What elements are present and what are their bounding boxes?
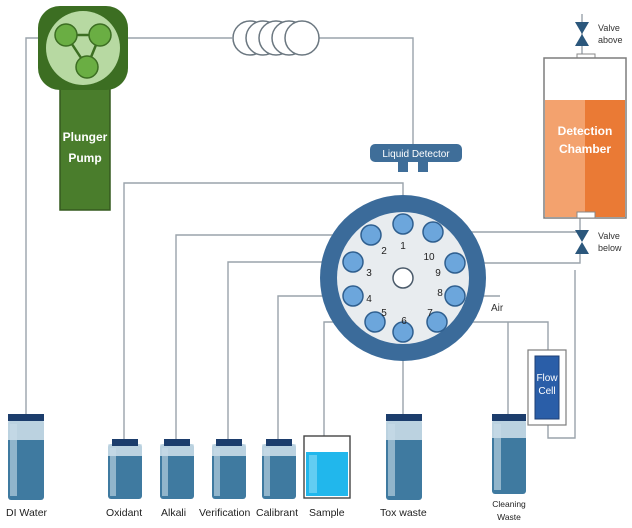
- valve-port-label-7: 7: [427, 308, 433, 319]
- pump-label-line1: Plunger: [63, 130, 108, 144]
- label-alkali: Alkali: [161, 507, 186, 519]
- tube-coil-to-detector: [312, 37, 414, 148]
- flow-cell-body: [534, 355, 560, 420]
- bottle-tox-waste[interactable]: Tox waste: [380, 414, 427, 519]
- valve-above[interactable]: Valve above: [575, 22, 623, 46]
- liquid-detector[interactable]: Liquid Detector: [370, 144, 462, 172]
- label-oxidant: Oxidant: [106, 507, 142, 519]
- valve-ports: 1 23 45 6 78 910: [342, 213, 466, 343]
- label-tox-waste: Tox waste: [380, 507, 427, 519]
- bottle-verification[interactable]: Verification: [199, 439, 251, 519]
- pump-body: [59, 79, 111, 211]
- label-di-water: DI Water: [6, 507, 48, 519]
- tube-port7-flowcell: [437, 321, 549, 355]
- valve-port-7[interactable]: [426, 311, 448, 333]
- valve-port-1[interactable]: [392, 213, 414, 235]
- bottle-cleaning-waste[interactable]: Cleaning Waste: [492, 414, 526, 522]
- air-label: Air: [491, 303, 504, 314]
- tube-flowcell-return: [547, 270, 576, 439]
- label-verification: Verification: [199, 507, 251, 519]
- valve-below-icon: [575, 230, 589, 242]
- tube-port2-alkali: [175, 234, 371, 442]
- bottle-alkali[interactable]: Alkali: [160, 439, 194, 519]
- valve-port-5[interactable]: [364, 311, 386, 333]
- valve-port-2[interactable]: [360, 224, 382, 246]
- label-cleaning-waste-line1: Cleaning: [492, 499, 526, 509]
- bottle-oxidant[interactable]: Oxidant: [106, 439, 142, 519]
- pump-label-line2: Pump: [68, 151, 101, 165]
- valve-above-label-line1: Valve: [598, 23, 620, 33]
- valve-port-9[interactable]: [444, 252, 466, 274]
- valve-port-3[interactable]: [342, 251, 364, 273]
- tube-port3-verification: [227, 261, 353, 442]
- label-sample: Sample: [309, 507, 345, 519]
- valve-port-10[interactable]: [422, 221, 444, 243]
- chamber-label-line2: Chamber: [559, 142, 611, 156]
- flow-cell[interactable]: Flow Cell: [527, 349, 567, 426]
- bottle-sample[interactable]: Sample: [303, 435, 351, 519]
- valve-port-label-3: 3: [366, 268, 372, 279]
- valve-port-label-10: 10: [423, 252, 435, 263]
- holding-coil: [232, 20, 320, 56]
- plunger-pump[interactable]: Plunger Pump: [38, 6, 128, 211]
- chamber-liquid-light: [545, 100, 585, 217]
- detection-chamber[interactable]: Detection Chamber: [543, 53, 627, 219]
- valve-port-label-8: 8: [437, 288, 443, 299]
- valve-port-8[interactable]: [444, 285, 466, 307]
- valve-port-4[interactable]: [342, 285, 364, 307]
- bottle-di-water[interactable]: DI Water: [6, 414, 48, 519]
- label-cleaning-waste-line2: Waste: [497, 512, 521, 522]
- pump-ball-bottom: [75, 55, 99, 79]
- valve-below[interactable]: Valve below: [575, 230, 622, 254]
- liquid-detector-box: [370, 144, 462, 162]
- valve-below-label-line1: Valve: [598, 231, 620, 241]
- chamber-liquid-dark: [585, 100, 625, 217]
- liquid-detector-label: Liquid Detector: [382, 149, 450, 160]
- valve-center-hole: [392, 267, 414, 289]
- valve-port-label-2: 2: [381, 246, 387, 257]
- label-calibrant: Calibrant: [256, 507, 298, 519]
- tube-diwater-to-pump: [25, 37, 44, 420]
- valve-port-label-5: 5: [381, 308, 387, 319]
- valve-above-label-line2: above: [598, 35, 623, 45]
- bottle-calibrant[interactable]: Calibrant: [256, 439, 298, 519]
- pump-ball-left: [54, 23, 78, 47]
- valve-port-label-9: 9: [435, 268, 441, 279]
- chamber-label-line1: Detection: [558, 124, 613, 138]
- pump-ball-right: [88, 23, 112, 47]
- flow-cell-label-line2: Cell: [538, 386, 555, 397]
- valve-port-6[interactable]: [392, 321, 414, 343]
- valve-port-label-6: 6: [401, 316, 407, 327]
- flow-cell-label-line1: Flow: [536, 373, 558, 384]
- valve-port-label-1: 1: [400, 241, 406, 252]
- valve-port-label-4: 4: [366, 294, 372, 305]
- valve-above-icon: [575, 22, 589, 34]
- valve-below-label-line2: below: [598, 243, 622, 253]
